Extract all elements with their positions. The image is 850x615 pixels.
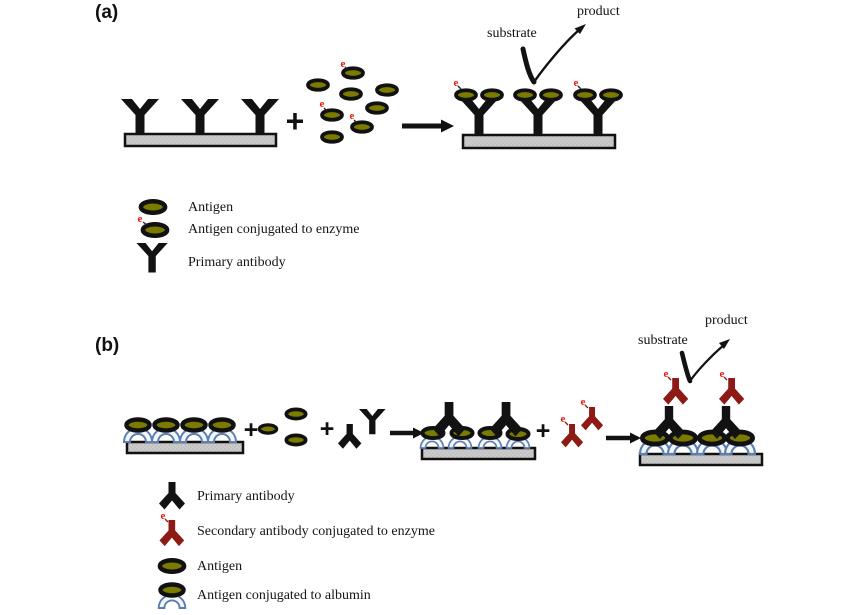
solid-surface bbox=[123, 132, 278, 148]
primary-bound-plate-icon bbox=[419, 402, 537, 461]
antigen-enzyme-icon bbox=[350, 120, 374, 134]
legend-label-antigen: Antigen bbox=[197, 559, 243, 574]
reaction-arrow-icon bbox=[402, 119, 454, 133]
secondary-antibody-enzyme-icon bbox=[159, 520, 185, 547]
primary-antibody-icon bbox=[710, 406, 742, 439]
antigen-enzyme-icon bbox=[454, 88, 478, 102]
reaction-arrow-icon bbox=[606, 432, 641, 444]
substrate-product-arrow-icon bbox=[520, 24, 586, 85]
substrate-label: substrate bbox=[638, 333, 688, 348]
plus-icon: + bbox=[320, 415, 335, 443]
enzyme-tag: e bbox=[574, 77, 579, 89]
antigen-enzyme-icon bbox=[341, 66, 365, 80]
antigen-icon bbox=[182, 420, 205, 431]
primary-antibody-icon bbox=[136, 243, 168, 273]
antigen-icon bbox=[513, 88, 537, 102]
primary-antibody-icon bbox=[241, 99, 279, 135]
free-antigen-group bbox=[257, 407, 308, 447]
panel-a-label: (a) bbox=[95, 2, 119, 23]
primary-antibody-icon bbox=[338, 424, 362, 449]
primary-antibody-icon bbox=[359, 409, 386, 435]
product-label: product bbox=[577, 4, 620, 19]
primary-antibody-icon bbox=[121, 99, 159, 135]
enzyme-tag: e bbox=[454, 77, 459, 89]
legend-label-antigen-albumin: Antigen conjugated to albumin bbox=[197, 588, 371, 603]
primary-antibody-icon bbox=[489, 402, 523, 437]
primary-antibody-icon bbox=[653, 406, 685, 439]
legend-label-primary-antibody: Primary antibody bbox=[188, 255, 286, 270]
panel-b-label: (b) bbox=[95, 335, 120, 356]
antigen-icon bbox=[141, 201, 165, 213]
substrate-product-arrow-icon bbox=[679, 339, 730, 384]
enzyme-tag: e bbox=[664, 368, 669, 380]
substrate-label: substrate bbox=[487, 26, 537, 41]
product-label: product bbox=[705, 313, 748, 328]
panel-a-shapes: + e e e bbox=[121, 24, 623, 273]
bound-complex-surface-icon: e e bbox=[454, 77, 623, 150]
primary-antibody-icon bbox=[460, 99, 498, 135]
legend-label-antigen-enzyme: Antigen conjugated to enzyme bbox=[188, 222, 360, 237]
antigen-icon bbox=[160, 585, 183, 596]
secondary-antibody-enzyme-icon bbox=[561, 424, 584, 448]
enzyme-tag: e bbox=[561, 413, 566, 425]
primary-antibody-icon bbox=[159, 482, 185, 510]
coated-plate-icon bbox=[123, 420, 245, 455]
secondary-antibody-enzyme-icon bbox=[663, 378, 689, 405]
antibody-coated-surface-icon bbox=[121, 99, 279, 148]
sandwich-complex-plate-icon: e e bbox=[638, 368, 764, 467]
enzyme-tag: e bbox=[341, 58, 346, 70]
antigen-icon bbox=[210, 420, 233, 431]
panel-a-legend-icons: e bbox=[136, 201, 168, 273]
antigen-icon bbox=[306, 78, 330, 92]
plus-icon: + bbox=[286, 103, 305, 139]
primary-antibody-icon bbox=[519, 99, 557, 135]
antigen-icon bbox=[257, 423, 279, 435]
enzyme-tag: e bbox=[320, 98, 325, 110]
antigen-icon bbox=[375, 83, 399, 97]
antigen-icon bbox=[599, 88, 623, 102]
reaction-arrow-icon bbox=[390, 427, 424, 439]
antigen-icon bbox=[320, 130, 344, 144]
microplate-surface bbox=[420, 446, 537, 461]
legend-label-antigen: Antigen bbox=[188, 200, 234, 215]
secondary-antibody-enzyme-icon bbox=[581, 407, 604, 431]
antigen-icon bbox=[154, 420, 177, 431]
antigen-enzyme-icon bbox=[573, 88, 597, 102]
antigen-icon bbox=[539, 88, 563, 102]
panel-b-legend-icons: e bbox=[159, 482, 186, 609]
primary-antibody-icon bbox=[432, 402, 466, 437]
antigen-mixture-cluster: e e e bbox=[306, 58, 399, 144]
antigen-enzyme-icon bbox=[143, 224, 167, 236]
solid-surface bbox=[461, 133, 617, 150]
free-primary-antibody-group bbox=[338, 409, 386, 449]
plus-icon: + bbox=[244, 416, 259, 444]
antigen-icon bbox=[480, 88, 504, 102]
enzyme-tag: e bbox=[138, 213, 143, 225]
plus-icon: + bbox=[536, 417, 551, 445]
antigen-icon bbox=[339, 87, 363, 101]
microplate-surface bbox=[638, 452, 764, 467]
antigen-icon bbox=[365, 101, 389, 115]
antigen-icon bbox=[284, 407, 308, 421]
antigen-icon bbox=[126, 420, 149, 431]
secondary-antibody-enzyme-icon bbox=[719, 378, 745, 405]
microplate-surface bbox=[125, 440, 245, 455]
legend-label-primary-antibody: Primary antibody bbox=[197, 489, 295, 504]
primary-antibody-icon bbox=[181, 99, 219, 135]
antigen-icon bbox=[284, 433, 308, 447]
panel-b-shapes: + + + bbox=[123, 339, 764, 609]
legend-label-secondary-antibody: Secondary antibody conjugated to enzyme bbox=[197, 524, 435, 539]
enzyme-tag: e bbox=[720, 368, 725, 380]
antigen-enzyme-icon bbox=[320, 108, 344, 122]
primary-antibody-icon bbox=[579, 99, 617, 135]
enzyme-tag: e bbox=[581, 396, 586, 408]
enzyme-tag: e bbox=[350, 110, 355, 122]
antigen-icon bbox=[160, 560, 184, 572]
free-secondary-antibody-group: e e bbox=[561, 396, 604, 448]
enzyme-tag: e bbox=[161, 510, 166, 522]
